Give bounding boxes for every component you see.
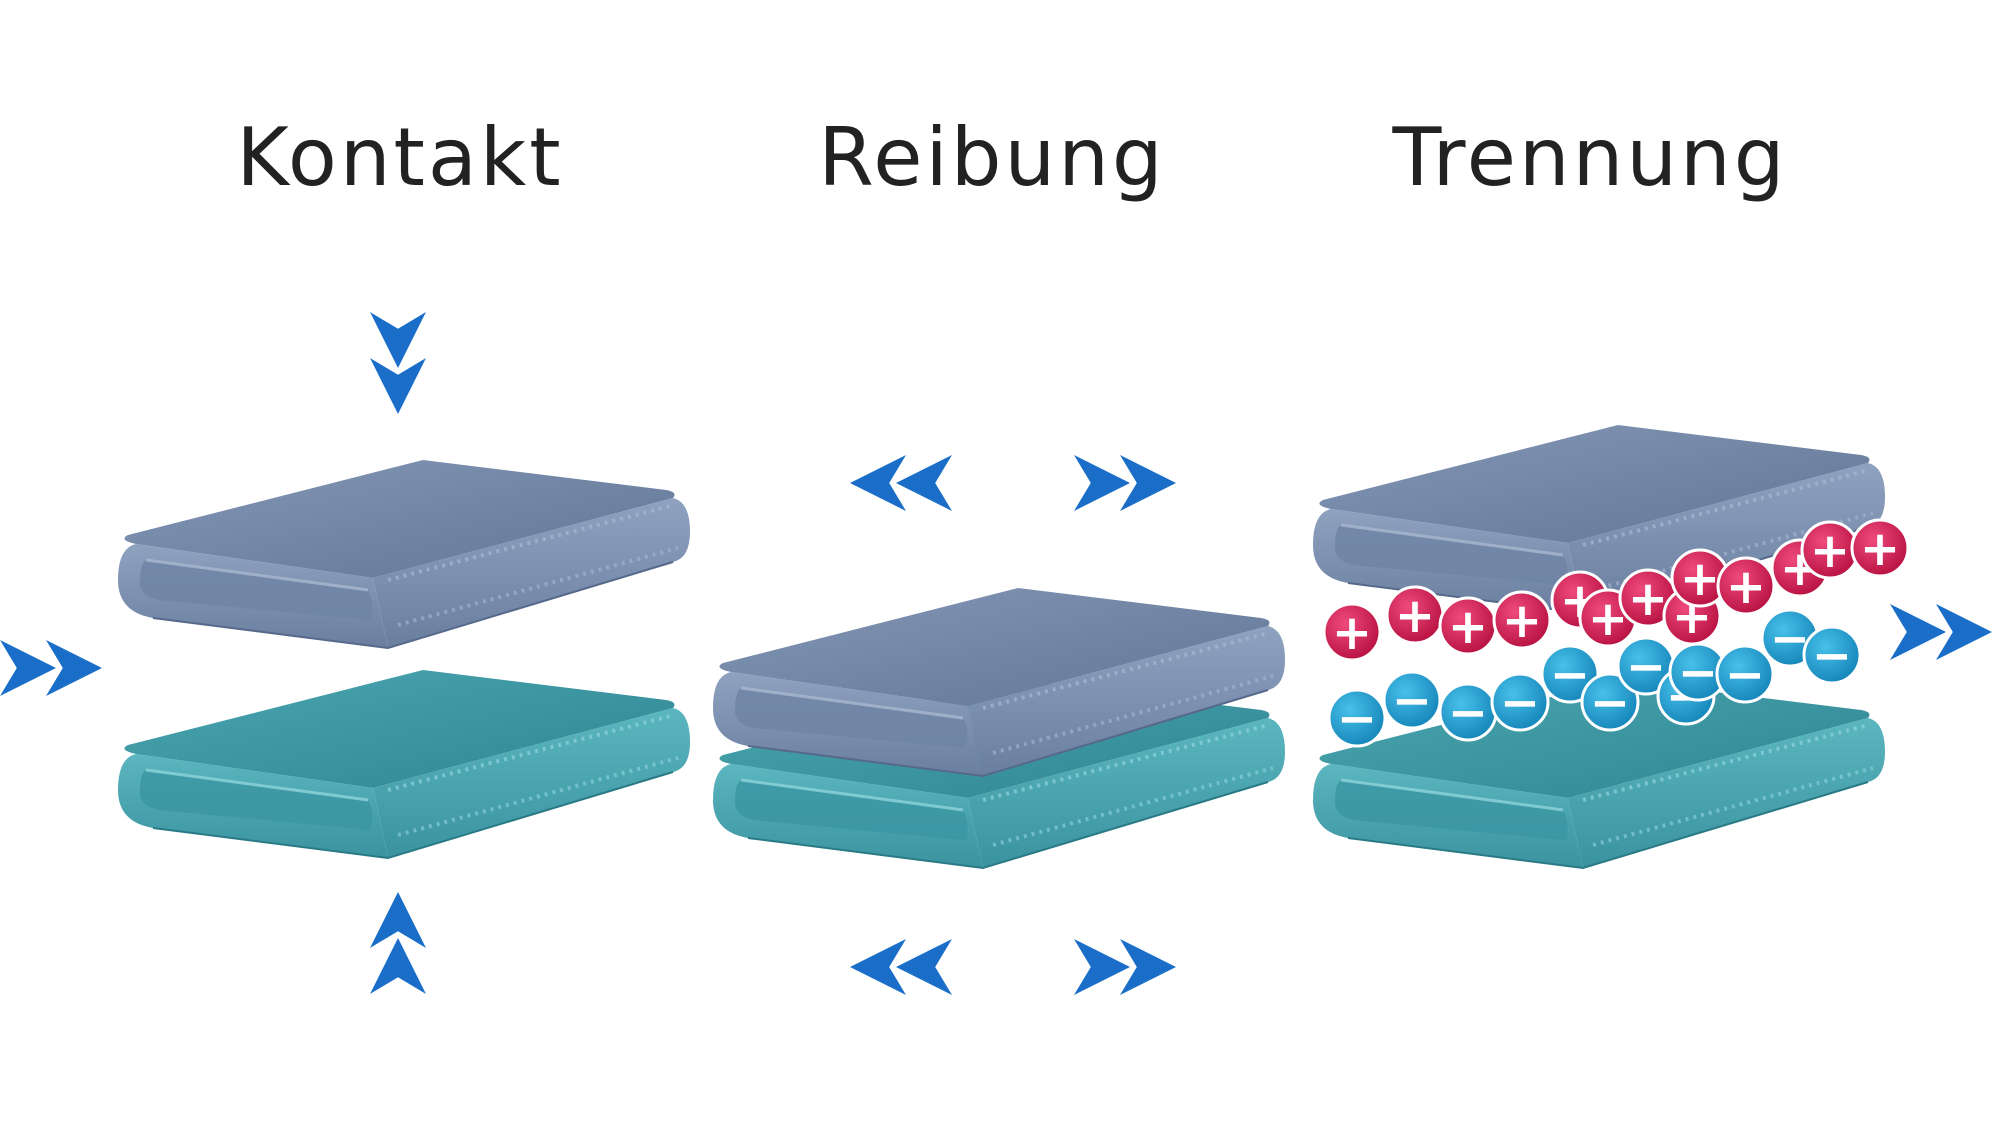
negative-charge-2: − [1438, 682, 1498, 742]
svg-text:+: + [1810, 523, 1850, 579]
svg-text:+: + [1395, 588, 1435, 644]
positive-charge-8: + [1670, 548, 1730, 608]
stage-title-kontakt: Kontakt [236, 111, 564, 204]
chevron-right-icon [0, 640, 102, 696]
negative-charge-0: − [1327, 688, 1387, 748]
positive-charge-1: + [1385, 585, 1445, 645]
positive-charge-11: + [1800, 520, 1860, 580]
negative-charge-3: − [1490, 672, 1550, 732]
negative-charge-6: − [1616, 636, 1676, 696]
svg-text:−: − [1812, 628, 1852, 684]
negative-charge-9: − [1715, 644, 1775, 704]
svg-text:+: + [1680, 551, 1720, 607]
stage-title-reibung: Reibung [818, 111, 1166, 204]
reibung-upper-plate [713, 588, 1285, 778]
positive-charge-0: + [1322, 602, 1382, 662]
svg-text:+: + [1628, 571, 1668, 627]
positive-charge-9: + [1716, 556, 1776, 616]
svg-text:+: + [1502, 593, 1542, 649]
positive-charge-2: + [1438, 596, 1498, 656]
negative-charge-1: − [1382, 670, 1442, 730]
kontakt-upper-plate [118, 460, 690, 650]
charges-layer: −−−−−−−−−−−−+++++++++++++ [1322, 518, 1910, 748]
arrows-layer [0, 312, 1992, 995]
svg-text:−: − [1337, 691, 1377, 747]
svg-text:−: − [1500, 675, 1540, 731]
positive-charge-12: + [1850, 518, 1910, 578]
svg-text:+: + [1860, 521, 1900, 577]
kontakt-lower-plate [118, 670, 690, 860]
chevron-left-icon [850, 455, 952, 511]
svg-text:+: + [1726, 559, 1766, 615]
chevron-left-icon [850, 939, 952, 995]
chevron-right-icon [1074, 455, 1176, 511]
svg-text:−: − [1392, 673, 1432, 729]
trennung-lower-plate [1313, 680, 1885, 870]
svg-text:+: + [1332, 605, 1372, 661]
svg-text:−: − [1448, 685, 1488, 741]
chevron-right-icon [1074, 939, 1176, 995]
plates-layer [118, 425, 1885, 870]
negative-charge-5: − [1580, 672, 1640, 732]
svg-text:−: − [1725, 647, 1765, 703]
chevron-right-icon [1890, 604, 1992, 660]
stage-title-trennung: Trennung [1392, 111, 1788, 204]
chevron-up-icon [370, 892, 426, 994]
negative-charge-11: − [1802, 625, 1862, 685]
svg-text:+: + [1448, 599, 1488, 655]
chevron-down-icon [370, 312, 426, 414]
svg-text:−: − [1678, 645, 1718, 701]
positive-charge-3: + [1492, 590, 1552, 650]
